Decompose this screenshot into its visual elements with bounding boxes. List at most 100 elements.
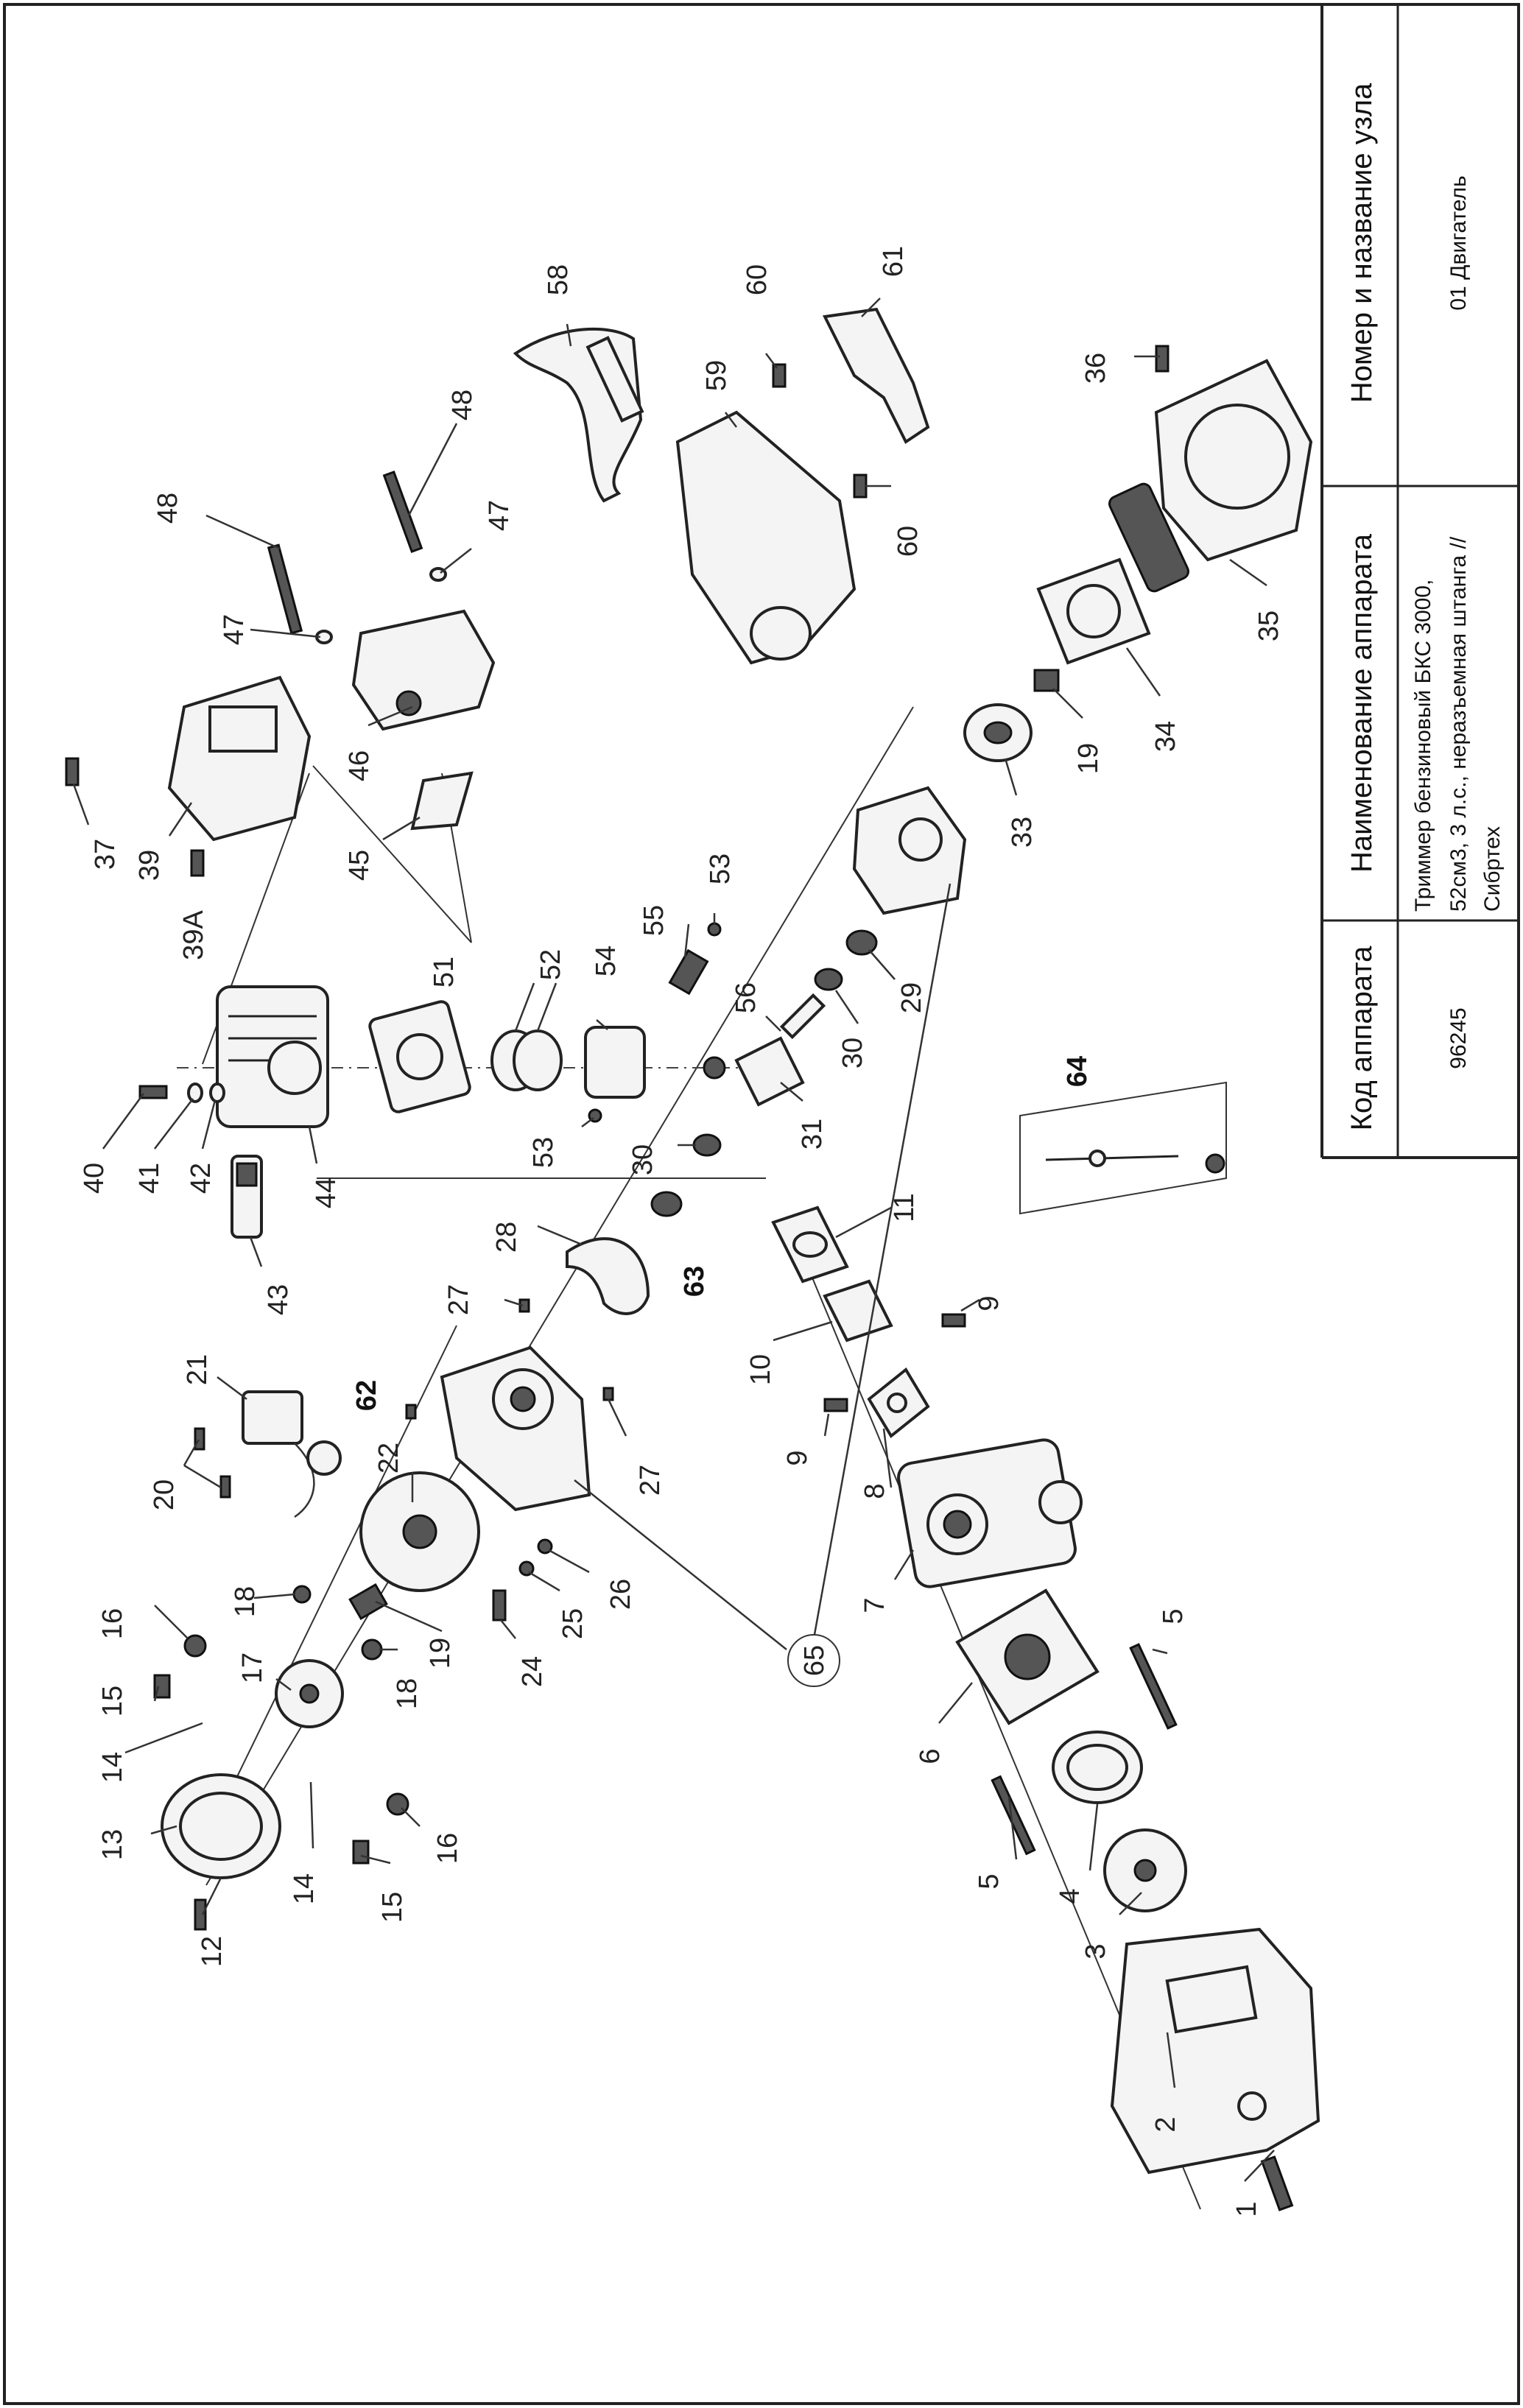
intake-insulator <box>823 1279 893 1342</box>
coil-screws <box>194 1427 231 1499</box>
callout-59: 59 <box>701 360 732 391</box>
screw-12 <box>194 1898 207 1931</box>
callout-65: 65 <box>799 1645 830 1676</box>
callout-41: 41 <box>134 1163 165 1194</box>
callout-55: 55 <box>639 905 669 936</box>
muffler-gasket <box>410 771 474 831</box>
callout-16a: 16 <box>97 1608 128 1639</box>
name-value-line1: Триммер бензиновый БКС 3000, <box>1411 580 1435 912</box>
spark-plug <box>231 1155 263 1239</box>
callout-5b: 5 <box>1158 1608 1189 1624</box>
callout-40: 40 <box>79 1163 110 1194</box>
code-value: 96245 <box>1446 1007 1471 1069</box>
unit-header: Номер и название узла <box>1346 82 1378 403</box>
callout-14b: 14 <box>289 1873 320 1904</box>
tank-bracket <box>822 307 930 444</box>
callout-11: 11 <box>889 1193 920 1222</box>
sheet-frame <box>3 3 1520 2405</box>
callout-48a: 48 <box>152 493 183 524</box>
filter-plate <box>1103 1828 1187 1912</box>
callout-22: 22 <box>373 1443 404 1474</box>
callout-12: 12 <box>197 1936 228 1967</box>
clutch <box>275 1659 344 1728</box>
crankcase-seal-plate <box>963 703 1033 762</box>
callout-28: 28 <box>491 1222 522 1253</box>
callout-9b: 9 <box>974 1295 1005 1311</box>
callout-26: 26 <box>605 1579 636 1610</box>
callout-65-circle <box>787 1634 840 1687</box>
callout-27b: 27 <box>635 1465 666 1496</box>
callout-31: 31 <box>797 1119 828 1150</box>
clutch-housing <box>161 1773 281 1879</box>
lead-65a <box>812 883 952 1639</box>
starter-gasket <box>1036 557 1151 665</box>
intake-gasket <box>771 1205 849 1284</box>
callout-47a: 47 <box>219 614 250 645</box>
lead-65b <box>574 1479 787 1650</box>
flywheel <box>359 1471 480 1592</box>
callout-20: 20 <box>149 1479 180 1510</box>
air-filter-base <box>955 1588 1100 1725</box>
callout-64: 64 <box>1062 1056 1093 1087</box>
callout-5a: 5 <box>974 1873 1005 1889</box>
code-header: Код аппарата <box>1346 946 1378 1130</box>
callout-61: 61 <box>878 246 909 277</box>
callout-labels: 1 2 3 4 5 5 6 7 8 9 9 10 11 12 13 14 14 … <box>79 246 1284 2217</box>
bearing-19b <box>1033 669 1060 692</box>
callout-27a: 27 <box>443 1284 474 1315</box>
screw-36 <box>1155 345 1169 373</box>
callout-52: 52 <box>535 949 566 980</box>
crankshaft <box>703 993 826 1107</box>
muffler <box>351 609 496 731</box>
callout-19a: 19 <box>425 1638 456 1669</box>
callout-15a: 15 <box>97 1686 128 1717</box>
callout-39: 39 <box>134 850 165 881</box>
callout-62: 62 <box>351 1380 382 1411</box>
callout-16b: 16 <box>432 1833 463 1864</box>
callout-29: 29 <box>896 982 927 1013</box>
callout-30a: 30 <box>627 1144 658 1175</box>
callout-33: 33 <box>1007 817 1038 848</box>
unit-value: 01 Двигатель <box>1446 175 1471 310</box>
callout-34: 34 <box>1150 721 1181 752</box>
callout-7: 7 <box>859 1597 890 1613</box>
carb-gasket <box>867 1367 930 1438</box>
filter-ring <box>1052 1731 1143 1804</box>
piston-rings <box>490 1029 563 1091</box>
callout-18b: 18 <box>392 1678 423 1709</box>
bearing-19a <box>348 1583 388 1621</box>
callout-4: 4 <box>1055 1888 1086 1904</box>
callout-56: 56 <box>731 982 762 1013</box>
callout-37: 37 <box>90 839 121 870</box>
callout-46: 46 <box>344 750 375 781</box>
callout-19b: 19 <box>1073 743 1104 774</box>
tank-screws <box>772 363 868 499</box>
crankcase-gasket <box>566 1237 650 1315</box>
muffler-bolts <box>267 471 447 644</box>
callout-44: 44 <box>311 1177 342 1208</box>
fuel-tank <box>675 410 857 665</box>
callout-13: 13 <box>97 1829 128 1860</box>
shroud-screws <box>65 757 205 877</box>
title-block: Код аппарата 96245 Наименование аппарата… <box>1320 4 1519 1159</box>
callout-3: 3 <box>1080 1943 1111 1959</box>
callout-leaders <box>72 298 1275 2182</box>
callout-24: 24 <box>517 1656 548 1687</box>
callout-63: 63 <box>679 1266 710 1297</box>
callout-60a: 60 <box>742 264 773 295</box>
callout-43: 43 <box>263 1284 294 1315</box>
callout-1: 1 <box>1231 2201 1262 2217</box>
callout-8: 8 <box>859 1483 890 1499</box>
callout-30b: 30 <box>837 1038 868 1069</box>
piston-pin <box>668 948 709 996</box>
callout-2: 2 <box>1150 2116 1181 2132</box>
clutch-bolts <box>153 1585 409 1865</box>
callout-51: 51 <box>429 957 460 988</box>
callout-18a: 18 <box>230 1586 261 1617</box>
callout-25: 25 <box>558 1608 588 1639</box>
cylinder-fasteners <box>138 1082 225 1103</box>
callout-45: 45 <box>344 850 375 881</box>
callout-39A: 39A <box>178 910 209 960</box>
callout-42: 42 <box>186 1163 217 1194</box>
